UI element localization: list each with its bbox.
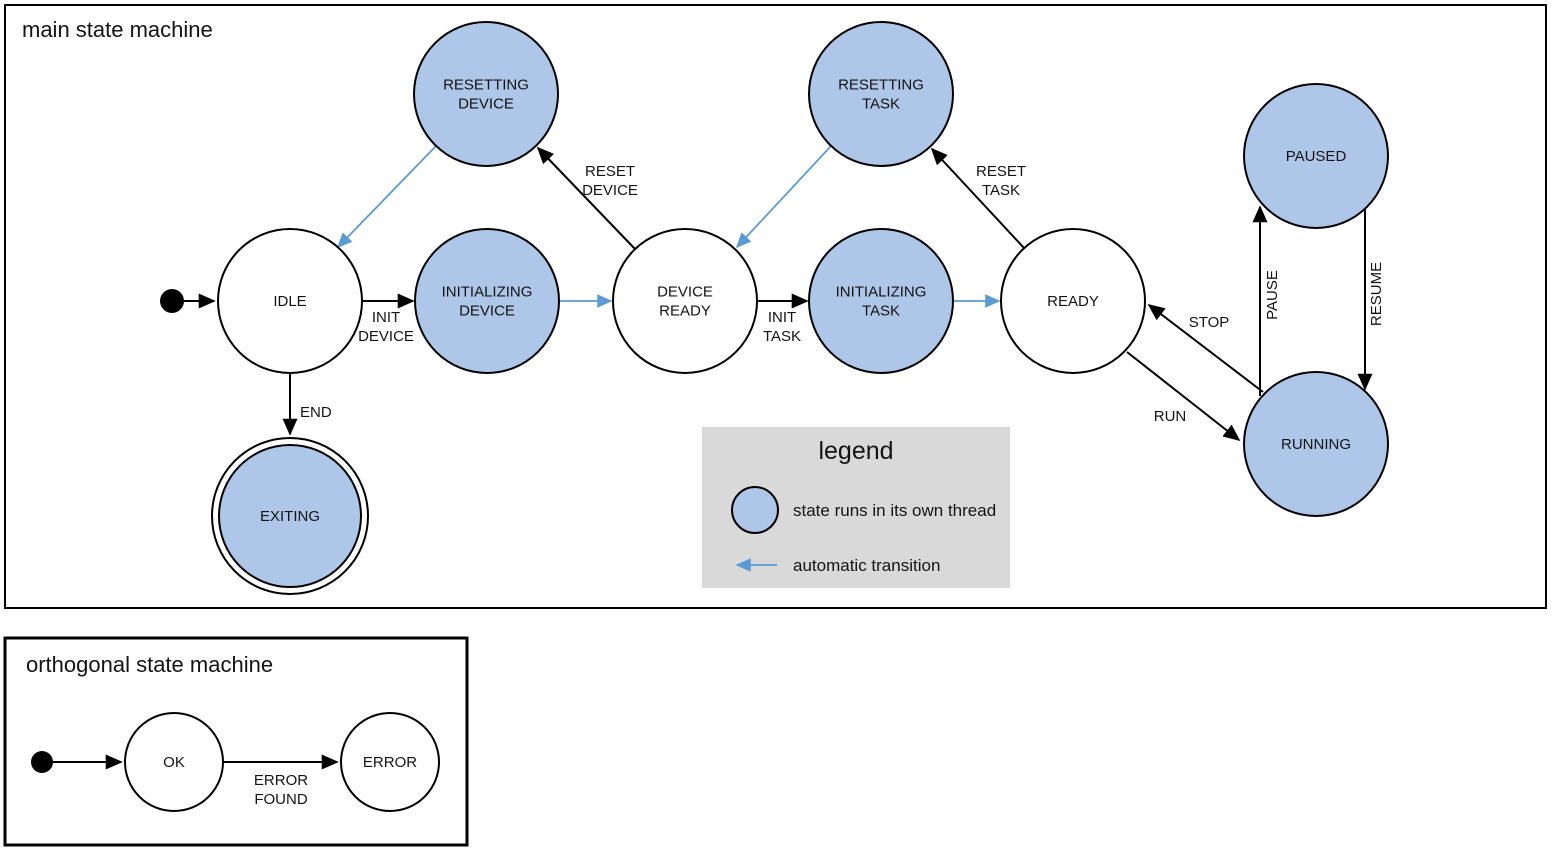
state-label-initializing-task: INITIALIZING	[836, 284, 927, 301]
state-running: RUNNING	[1243, 371, 1389, 517]
state-circle-initializing-device	[414, 228, 560, 374]
legend-title: legend	[818, 437, 893, 465]
transition-label-error-found: ERROR	[254, 772, 308, 789]
state-label-idle: IDLE	[273, 293, 306, 310]
state-circle-paused	[1243, 83, 1389, 229]
orthogonal-initial-state-dot	[31, 751, 53, 773]
state-circle-running	[1243, 371, 1389, 517]
transition-label-reset-device: DEVICE	[582, 182, 638, 199]
state-circle-ok	[124, 712, 224, 812]
state-label-error: ERROR	[363, 754, 417, 771]
transition-label-pause: PAUSE	[1264, 270, 1281, 320]
transition-label-init-device: DEVICE	[358, 328, 414, 345]
state-label-resetting-task: TASK	[862, 96, 900, 113]
state-ok: OK	[124, 712, 224, 812]
state-device-ready: DEVICE READY	[612, 228, 758, 374]
legend-item-text-threaded-state: state runs in its own thread	[793, 501, 996, 520]
state-label-resetting-device: DEVICE	[458, 96, 514, 113]
legend: legend state runs in its own thread automa…	[702, 427, 1010, 588]
transition-auto-resetting-task-to-device-ready	[735, 145, 832, 249]
state-circle-exiting	[218, 444, 362, 588]
transition-label-reset-task: RESET	[976, 163, 1026, 180]
state-circle-initializing-task	[808, 228, 954, 374]
state-paused: PAUSED	[1243, 83, 1389, 229]
state-circle-resetting-task	[808, 21, 954, 167]
state-label-initializing-device: INITIALIZING	[442, 284, 533, 301]
transition-stop	[1147, 303, 1264, 393]
state-resetting-task: RESETTING TASK	[808, 21, 954, 167]
state-label-device-ready: DEVICE	[657, 284, 713, 301]
state-circle-device-ready	[612, 228, 758, 374]
state-label-paused: PAUSED	[1286, 148, 1347, 165]
transition-label-init-device: INIT	[372, 309, 400, 326]
state-resetting-device: RESETTING DEVICE	[413, 21, 559, 167]
state-label-running: RUNNING	[1281, 436, 1351, 453]
state-initializing-device: INITIALIZING DEVICE	[414, 228, 560, 374]
transition-run	[1126, 351, 1241, 442]
transition-label-reset-task: TASK	[982, 182, 1020, 199]
state-circle-idle	[217, 228, 363, 374]
state-idle: IDLE	[217, 228, 363, 374]
legend-threaded-state-symbol	[731, 486, 779, 534]
transition-label-error-found: FOUND	[254, 791, 307, 808]
transition-reset-task	[930, 147, 1025, 249]
state-label-resetting-device: RESETTING	[443, 77, 529, 94]
state-label-initializing-device: DEVICE	[459, 303, 515, 320]
transition-reset-device	[536, 146, 636, 250]
state-exiting: EXITING	[211, 437, 369, 595]
state-label-ok: OK	[163, 754, 185, 771]
transition-label-reset-device: RESET	[585, 163, 635, 180]
state-label-initializing-task: TASK	[862, 303, 900, 320]
transition-label-run: RUN	[1154, 408, 1187, 425]
state-label-device-ready: READY	[659, 303, 711, 320]
state-initializing-task: INITIALIZING TASK	[808, 228, 954, 374]
transition-label-resume: RESUME	[1368, 262, 1385, 326]
state-circle-resetting-device	[413, 21, 559, 167]
state-label-exiting: EXITING	[260, 508, 320, 525]
transition-label-init-task: TASK	[763, 328, 801, 345]
legend-item-text-automatic-transition: automatic transition	[793, 556, 940, 575]
state-ready: READY	[1000, 228, 1146, 374]
state-label-resetting-task: RESETTING	[838, 77, 924, 94]
state-circle-ready	[1000, 228, 1146, 374]
transition-label-stop: STOP	[1189, 314, 1230, 331]
main-initial-state-dot	[160, 289, 184, 313]
state-error: ERROR	[340, 712, 440, 812]
transition-label-end: END	[300, 404, 332, 421]
state-label-ready: READY	[1047, 293, 1099, 310]
transition-label-init-task: INIT	[768, 309, 796, 326]
orthogonal-machine-title: orthogonal state machine	[26, 652, 273, 677]
main-machine-title: main state machine	[22, 17, 213, 42]
transition-auto-resetting-device-to-idle	[336, 145, 437, 249]
state-circle-error	[340, 712, 440, 812]
